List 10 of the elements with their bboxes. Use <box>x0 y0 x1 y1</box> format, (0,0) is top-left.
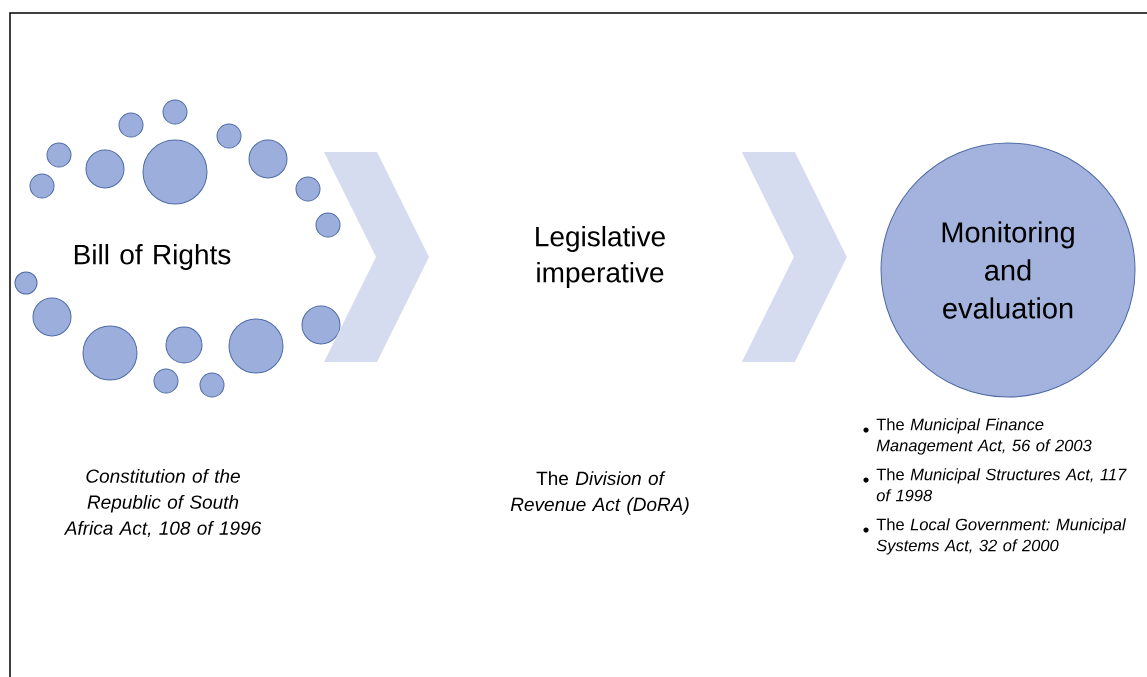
caption-text: Constitution of the Republic of South Africa Act, 108 of 1996 <box>63 468 262 538</box>
chevron-arrow <box>741 152 847 362</box>
node-label: Legislative imperative <box>536 225 665 289</box>
bullet-item: The Municipal Finance Management Act, 56 of 2003 <box>863 418 1092 455</box>
chevron-arrow <box>324 152 429 362</box>
node-label: Bill of Rights <box>74 243 231 271</box>
circle-node: Monitoring and evaluation <box>880 142 1136 398</box>
bullet-item: The Local Government: Municipal Systems Act, 32 of 2000 <box>863 518 1126 555</box>
caption-text: The Division of Revenue Act (DoRA) <box>510 471 689 515</box>
bullet-item: The Municipal Structures Act, 117 of 1998 <box>863 468 1127 502</box>
